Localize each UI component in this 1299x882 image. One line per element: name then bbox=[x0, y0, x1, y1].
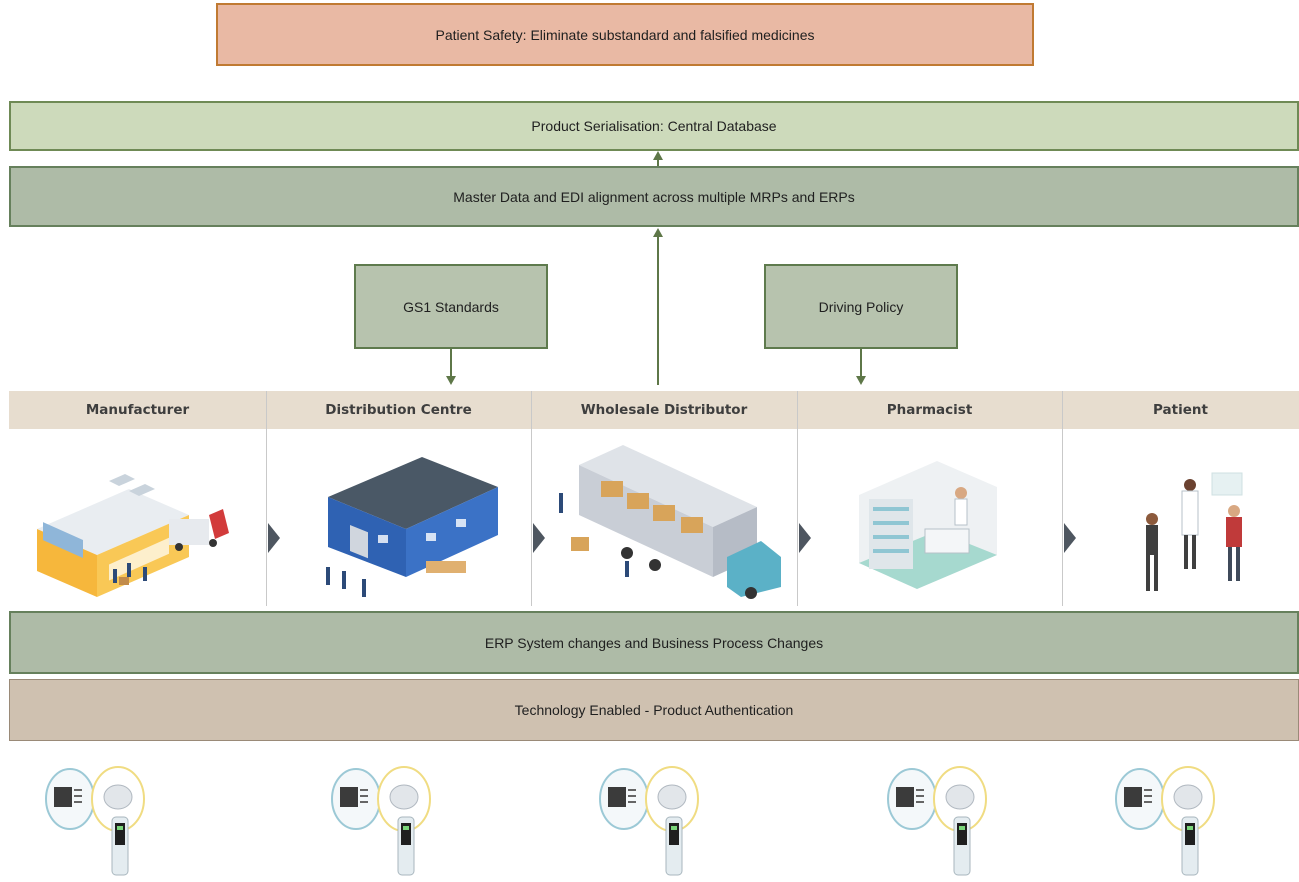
erp-changes-label: ERP System changes and Business Process … bbox=[484, 634, 824, 651]
stage-label: Patient bbox=[1153, 402, 1208, 418]
scanner-device-icon bbox=[45, 766, 145, 876]
stage-manufacturer: Manufacturer bbox=[9, 391, 267, 606]
product-authentication-label: Technology Enabled - Product Authenticat… bbox=[514, 702, 794, 718]
scanner-device-icon bbox=[331, 766, 431, 876]
gs1-standards-box: GS1 Standards bbox=[354, 264, 548, 349]
pharmacy-illustration bbox=[859, 461, 997, 589]
stage-patient: Patient bbox=[1062, 391, 1299, 606]
warehouse-illustration bbox=[326, 457, 498, 597]
arrow-masterdata-to-serialisation bbox=[657, 156, 659, 166]
arrowhead-masterdata bbox=[653, 228, 663, 237]
flow-chevron-icon bbox=[533, 523, 545, 553]
stage-wholesale-distributor: Wholesale Distributor bbox=[531, 391, 798, 606]
stage-divider bbox=[797, 391, 798, 606]
arrow-stages-to-masterdata bbox=[657, 236, 659, 385]
stage-divider bbox=[266, 391, 267, 606]
master-data-label: Master Data and EDI alignment across mul… bbox=[453, 188, 855, 205]
driving-policy-label: Driving Policy bbox=[818, 298, 904, 315]
serialisation-bar: Product Serialisation: Central Database bbox=[9, 101, 1299, 151]
stage-pharmacist: Pharmacist bbox=[797, 391, 1063, 606]
master-data-bar: Master Data and EDI alignment across mul… bbox=[9, 166, 1299, 227]
stage-distribution-centre: Distribution Centre bbox=[266, 391, 532, 606]
stage-header-row bbox=[9, 391, 1299, 429]
arrowhead-serialisation bbox=[653, 151, 663, 160]
patient-safety-goal: Patient Safety: Eliminate substandard an… bbox=[216, 3, 1034, 66]
scanner-device-icon bbox=[599, 766, 699, 876]
arrow-gs1-down bbox=[450, 349, 452, 377]
scanner-device-icon bbox=[1115, 766, 1215, 876]
arrowhead-gs1 bbox=[446, 376, 456, 385]
patient-illustration bbox=[1146, 472, 1243, 591]
stage-label: Manufacturer bbox=[85, 402, 190, 418]
stage-divider bbox=[531, 391, 532, 606]
flow-chevron-icon bbox=[799, 523, 811, 553]
stage-label: Pharmacist bbox=[886, 402, 973, 418]
arrow-policy-down bbox=[860, 349, 862, 377]
driving-policy-box: Driving Policy bbox=[764, 264, 958, 349]
erp-changes-bar: ERP System changes and Business Process … bbox=[9, 611, 1299, 674]
gs1-standards-label: GS1 Standards bbox=[403, 298, 499, 315]
factory-illustration bbox=[37, 474, 229, 597]
arrowhead-policy bbox=[856, 376, 866, 385]
stage-label: Distribution Centre bbox=[325, 402, 472, 418]
flow-chevron-icon bbox=[268, 523, 280, 553]
patient-safety-label: Patient Safety: Eliminate substandard an… bbox=[435, 26, 815, 43]
product-authentication-bar: Technology Enabled - Product Authenticat… bbox=[9, 679, 1299, 741]
scanner-device-icon bbox=[887, 766, 987, 876]
serialisation-label: Product Serialisation: Central Database bbox=[531, 118, 777, 134]
truck-illustration bbox=[559, 445, 781, 599]
flow-chevron-icon bbox=[1064, 523, 1076, 553]
supply-chain-stages: Manufacturer Distribution Centre bbox=[9, 391, 1299, 606]
stage-divider bbox=[1062, 391, 1063, 606]
stage-label: Wholesale Distributor bbox=[580, 402, 748, 418]
